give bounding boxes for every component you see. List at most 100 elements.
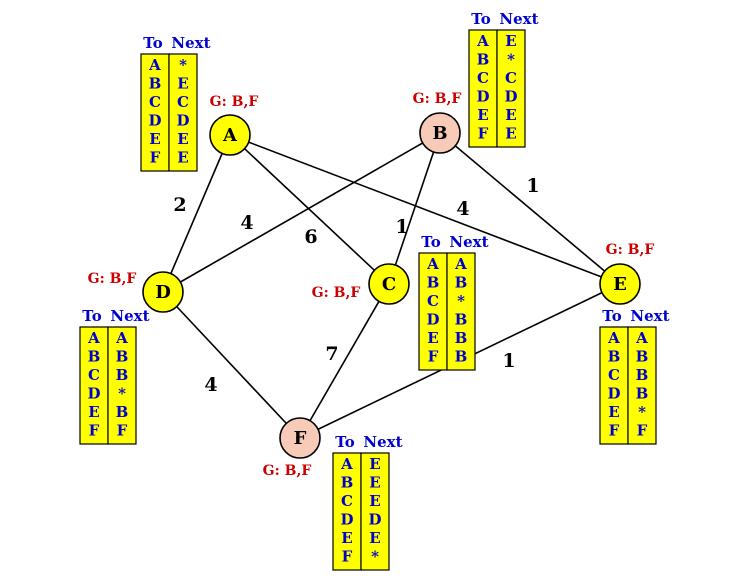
table-cell-destination: F [342, 548, 353, 566]
edge-a-c [229, 134, 390, 285]
table-to-column [468, 29, 498, 148]
table-cell-next-hop: D [368, 511, 381, 529]
table-cell-destination: E [477, 106, 488, 124]
edge-weight-d-f: 4 [204, 374, 217, 396]
table-cell-destination: F [89, 422, 100, 440]
table-next-column [496, 29, 526, 148]
edge-b-c [388, 132, 441, 285]
table-to-column [599, 326, 629, 445]
edge-weight-b-e: 1 [526, 175, 539, 197]
edge-weight-a-d: 2 [173, 194, 186, 216]
group-label-e: G: B,F [606, 242, 655, 258]
edge-weight-e-f: 1 [502, 350, 515, 372]
table-next-column [446, 252, 476, 371]
edge-weight-b-c: 1 [395, 216, 408, 238]
table-cell-destination: B [88, 348, 101, 366]
table-cell-destination: A [476, 32, 489, 50]
node-label-c: C [382, 274, 396, 295]
table-cell-destination: C [608, 366, 620, 384]
table-cell-next-hop: F [117, 422, 128, 440]
table-cell-next-hop: B [116, 366, 129, 384]
table-cell-destination: C [477, 69, 489, 87]
table-header-next: Next [110, 307, 149, 325]
table-cell-destination: D [476, 88, 489, 106]
table-cell-destination: E [427, 329, 438, 347]
table-header-to: To [143, 34, 162, 52]
group-label-b: G: B,F [413, 91, 462, 107]
node-circle-c [368, 263, 410, 305]
table-cell-next-hop: B [636, 348, 649, 366]
table-cell-next-hop: * [457, 292, 465, 310]
table-cell-next-hop: F [637, 422, 648, 440]
table-header-to: To [335, 433, 354, 451]
table-cell-destination: B [427, 274, 440, 292]
table-cell-next-hop: * [118, 385, 126, 403]
table-cell-next-hop: C [505, 69, 517, 87]
table-cell-next-hop: * [507, 51, 515, 69]
table-cell-next-hop: E [177, 130, 188, 148]
table-cell-destination: B [341, 474, 354, 492]
table-next-column [107, 326, 137, 445]
table-cell-next-hop: B [455, 329, 468, 347]
table-cell-next-hop: B [455, 311, 468, 329]
table-cell-next-hop: E [177, 75, 188, 93]
node-label-a: A [222, 125, 238, 146]
table-header-to: To [82, 307, 101, 325]
table-header-to: To [471, 10, 490, 28]
table-cell-destination: C [341, 492, 353, 510]
table-to-column [79, 326, 109, 445]
table-cell-destination: B [608, 348, 621, 366]
table-cell-destination: C [88, 366, 100, 384]
edge-b-d [162, 132, 441, 293]
table-cell-destination: A [340, 455, 353, 473]
table-header-next: Next [449, 233, 488, 251]
node-circle-d [142, 271, 184, 313]
node-circle-a [209, 114, 251, 156]
table-cell-destination: E [149, 130, 160, 148]
table-cell-destination: B [477, 51, 490, 69]
table-cell-next-hop: D [176, 112, 189, 130]
edge-a-d [162, 134, 231, 293]
edge-weight-a-c: 6 [304, 226, 317, 248]
table-cell-destination: A [607, 329, 620, 347]
table-cell-next-hop: E [505, 106, 516, 124]
node-c[interactable]: C [368, 263, 410, 305]
node-label-d: D [155, 282, 171, 303]
table-cell-next-hop: D [504, 88, 517, 106]
node-label-f: F [294, 428, 307, 449]
edge-a-e [229, 134, 621, 285]
node-circle-b [419, 112, 461, 154]
table-cell-next-hop: * [179, 56, 187, 74]
table-cell-next-hop: A [115, 329, 128, 347]
table-cell-next-hop: E [369, 492, 380, 510]
node-b[interactable]: B [419, 112, 461, 154]
table-cell-destination: D [607, 385, 620, 403]
table-cell-destination: A [148, 56, 161, 74]
edge-weight-b-d: 4 [240, 212, 253, 234]
edge-d-f [162, 291, 301, 439]
node-a[interactable]: A [209, 114, 251, 156]
edge-weight-c-f: 7 [325, 343, 338, 365]
node-e[interactable]: E [599, 263, 641, 305]
table-cell-destination: C [149, 93, 161, 111]
table-to-column [332, 452, 362, 571]
table-header-next: Next [499, 10, 538, 28]
node-label-e: E [613, 274, 627, 295]
table-cell-destination: E [88, 403, 99, 421]
node-f[interactable]: F [279, 417, 321, 459]
table-cell-destination: F [478, 125, 489, 143]
table-cell-next-hop: C [177, 93, 189, 111]
table-cell-destination: B [149, 75, 162, 93]
table-cell-destination: D [87, 385, 100, 403]
group-label-d: G: B,F [88, 271, 137, 287]
node-circle-e [599, 263, 641, 305]
table-next-column [168, 53, 198, 172]
table-cell-destination: D [340, 511, 353, 529]
node-d[interactable]: D [142, 271, 184, 313]
